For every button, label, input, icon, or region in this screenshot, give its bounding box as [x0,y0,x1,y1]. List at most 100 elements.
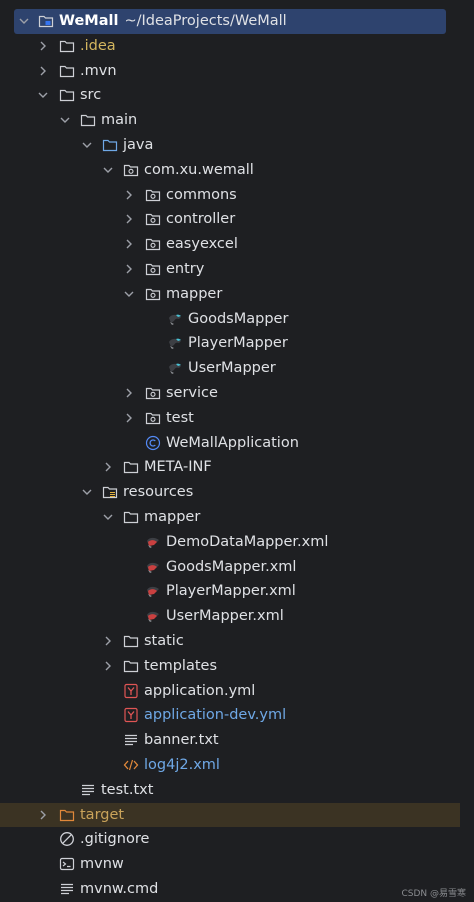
tree-item-label: test.txt [101,781,154,798]
chevron-right-icon[interactable] [36,808,50,822]
folder-icon [59,63,75,79]
chevron-down-icon[interactable] [58,113,72,127]
tree-row-log4j2-xml[interactable]: log4j2.xml [0,753,474,778]
folder-icon [123,633,139,649]
tree-row-demodatamapper-xml[interactable]: DemoDataMapper.xml [0,530,474,555]
tree-item-label: log4j2.xml [144,756,220,773]
tree-row-templates[interactable]: templates [0,654,474,679]
java-class-icon [145,435,161,451]
chevron-right-icon[interactable] [122,411,136,425]
tree-row-usermapper-xml[interactable]: UserMapper.xml [0,604,474,629]
tree-row-mapper-package[interactable]: mapper [0,282,474,307]
tree-row-package-root[interactable]: com.xu.wemall [0,158,474,183]
tree-item-label: application.yml [144,682,256,699]
tree-row-wemallapplication[interactable]: WeMallApplication [0,431,474,456]
package-icon [145,236,161,252]
tree-row-test-package[interactable]: test [0,406,474,431]
chevron-down-icon[interactable] [101,163,115,177]
tree-row-idea[interactable]: .idea [0,34,474,59]
tree-item-label: entry [166,260,205,277]
tree-row-gitignore[interactable]: .gitignore [0,827,474,852]
ignore-file-icon [59,831,75,847]
tree-item-label: resources [123,484,194,501]
chevron-down-icon[interactable] [17,14,31,28]
tree-item-label: GoodsMapper.xml [166,558,297,575]
package-icon [145,410,161,426]
chevron-right-icon[interactable] [36,64,50,78]
watermark: CSDN @易雪寒 [401,889,466,899]
tree-item-label: commons [166,186,237,203]
tree-row-mapper-folder[interactable]: mapper [0,505,474,530]
tree-row-service[interactable]: service [0,381,474,406]
package-icon [145,187,161,203]
chevron-right-icon[interactable] [122,386,136,400]
package-icon [145,286,161,302]
folder-icon [59,38,75,54]
mybatis-mapper-icon [167,335,183,351]
tree-row-static[interactable]: static [0,629,474,654]
excluded-folder-icon [59,807,75,823]
tree-row-easyexcel[interactable]: easyexcel [0,232,474,257]
tree-row-application-yml[interactable]: application.yml [0,679,474,704]
chevron-right-icon[interactable] [122,237,136,251]
tree-row-application-dev-yml[interactable]: application-dev.yml [0,703,474,728]
tree-item-label: target [80,806,125,823]
package-icon [145,211,161,227]
tree-row-playermapper-xml[interactable]: PlayerMapper.xml [0,579,474,604]
tree-row-main[interactable]: main [0,108,474,133]
tree-item-label: controller [166,211,236,228]
folder-icon [123,509,139,525]
tree-row-mvn[interactable]: .mvn [0,59,474,84]
tree-item-label: DemoDataMapper.xml [166,533,329,550]
source-folder-icon [102,137,118,153]
folder-icon [123,658,139,674]
tree-item-label: .mvn [80,62,117,79]
tree-row-test-txt[interactable]: test.txt [0,778,474,803]
package-icon [123,162,139,178]
tree-row-controller[interactable]: controller [0,207,474,232]
tree-row-project-root[interactable]: WeMall~/IdeaProjects/WeMall [14,9,446,34]
tree-item-label: easyexcel [166,236,238,253]
package-icon [145,385,161,401]
tree-item-label: UserMapper.xml [166,608,284,625]
chevron-right-icon[interactable] [122,212,136,226]
chevron-right-icon[interactable] [101,460,115,474]
chevron-down-icon[interactable] [80,485,94,499]
chevron-right-icon[interactable] [36,39,50,53]
resources-folder-icon [102,484,118,500]
mybatis-mapper-icon [167,360,183,376]
chevron-right-icon[interactable] [101,634,115,648]
tree-row-entry[interactable]: entry [0,257,474,282]
tree-row-java[interactable]: java [0,133,474,158]
chevron-right-icon[interactable] [122,262,136,276]
tree-item-label: java [123,136,154,153]
tree-row-src[interactable]: src [0,83,474,108]
tree-row-commons[interactable]: commons [0,183,474,208]
tree-row-mvnw[interactable]: mvnw [0,852,474,877]
chevron-down-icon[interactable] [101,510,115,524]
chevron-down-icon[interactable] [80,138,94,152]
tree-row-goodsmapper-xml[interactable]: GoodsMapper.xml [0,555,474,580]
chevron-down-icon[interactable] [122,287,136,301]
text-file-icon [59,881,75,897]
folder-icon [59,87,75,103]
tree-row-usermapper[interactable]: UserMapper [0,356,474,381]
tree-row-target[interactable]: target [0,802,460,828]
tree-row-meta-inf[interactable]: META-INF [0,455,474,480]
chevron-right-icon[interactable] [101,659,115,673]
tree-item-label: PlayerMapper.xml [166,583,296,600]
tree-row-resources[interactable]: resources [0,480,474,505]
tree-item-label: application-dev.yml [144,707,287,724]
tree-item-label: static [144,632,184,649]
tree-row-playermapper[interactable]: PlayerMapper [0,331,474,356]
tree-row-mvnw-cmd[interactable]: mvnw.cmd [0,877,474,902]
tree-row-goodsmapper[interactable]: GoodsMapper [0,307,474,332]
folder-icon [123,459,139,475]
chevron-down-icon[interactable] [36,88,50,102]
tree-item-label: banner.txt [144,732,219,749]
tree-item-label: PlayerMapper [188,335,288,352]
tree-row-banner-txt[interactable]: banner.txt [0,728,474,753]
chevron-right-icon[interactable] [122,188,136,202]
tree-item-label: mvnw.cmd [80,880,159,897]
tree-item-label: service [166,384,218,401]
